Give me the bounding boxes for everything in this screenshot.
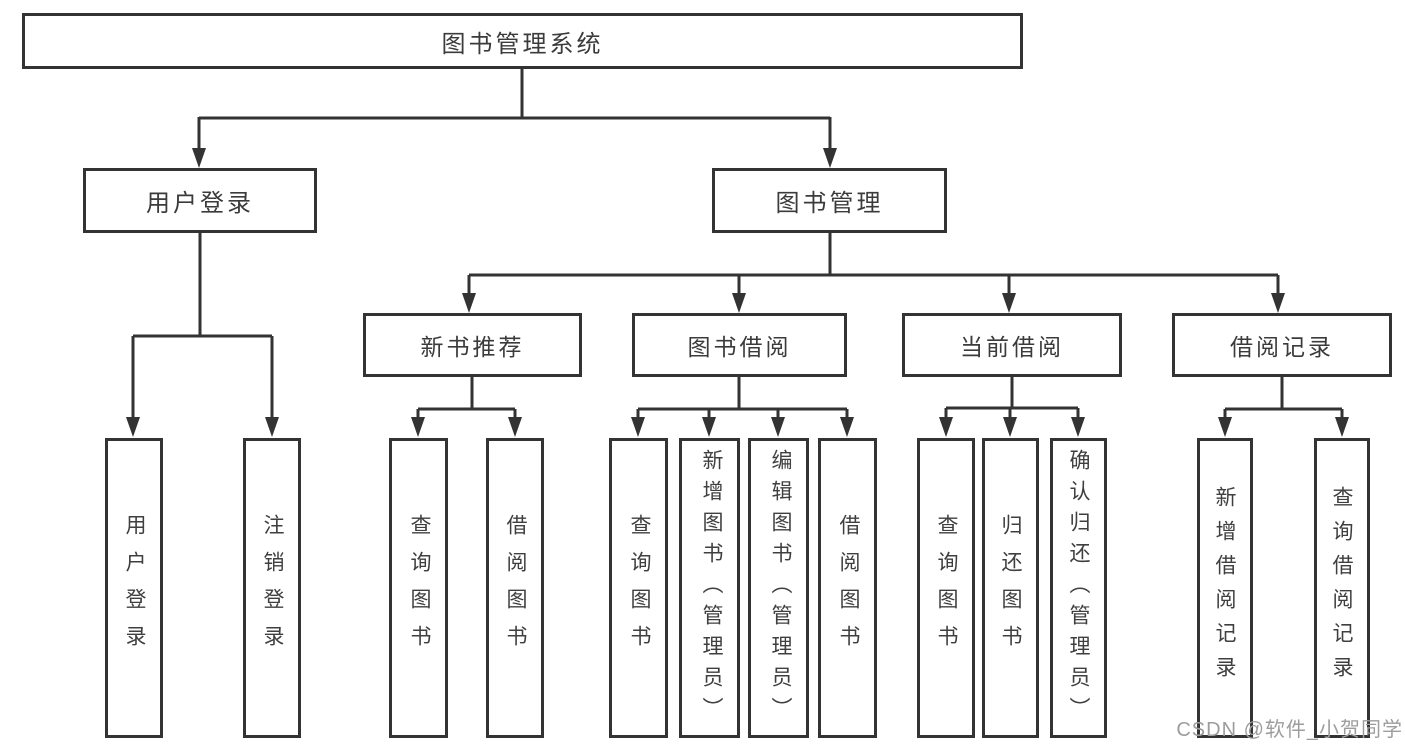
node-library-management-system: 图书管理系统: [22, 13, 1023, 69]
connector-new-book-branch: [411, 377, 522, 437]
leaf-user-login: 用户登录: [105, 438, 163, 738]
arrowhead: [1218, 417, 1232, 437]
arrowhead: [1071, 417, 1085, 437]
node-user-login: 用户登录: [83, 168, 317, 233]
watermark: CSDN @软件_小贺同学: [1176, 719, 1403, 741]
connector-book-borrow-branch: [631, 377, 854, 437]
arrowhead: [126, 417, 140, 437]
node-book-borrowing: 图书借阅: [632, 313, 847, 377]
arrowhead: [939, 417, 953, 437]
node-new-book-recommendation: 新书推荐: [363, 313, 582, 377]
arrowhead: [1271, 293, 1285, 313]
node-borrowing-records: 借阅记录: [1172, 313, 1392, 377]
arrowhead: [702, 417, 716, 437]
arrowhead: [265, 417, 279, 437]
leaf-query-books-borrow: 查询图书: [609, 438, 668, 738]
node-current-borrowing: 当前借阅: [902, 313, 1122, 377]
connector-user-login-branch: [126, 233, 279, 437]
arrowhead: [508, 417, 522, 437]
arrowhead: [1335, 417, 1349, 437]
leaf-edit-book-admin: 编辑图书（管理员）: [748, 438, 809, 738]
arrowhead: [732, 293, 746, 313]
arrowhead: [1002, 293, 1016, 313]
arrowhead: [192, 148, 206, 168]
connector-borrow-record-branch: [1218, 377, 1349, 437]
leaf-add-book-admin: 新增图书（管理员）: [679, 438, 740, 738]
leaf-query-books-recommend: 查询图书: [389, 438, 448, 738]
connector-current-borrow-branch: [939, 377, 1085, 437]
arrowhead: [771, 417, 785, 437]
leaf-borrow-books-recommend: 借阅图书: [486, 438, 544, 738]
leaf-confirm-return-admin: 确认归还（管理员）: [1050, 438, 1107, 738]
leaf-query-books-current: 查询图书: [917, 438, 975, 738]
arrowhead: [823, 148, 837, 168]
arrowhead: [462, 293, 476, 313]
connector-book-management-branch: [462, 233, 1285, 313]
leaf-borrow-books: 借阅图书: [818, 438, 877, 738]
leaf-query-borrow-record: 查询借阅记录: [1314, 438, 1370, 738]
arrowhead: [411, 417, 425, 437]
arrowhead: [1003, 417, 1017, 437]
leaf-return-books: 归还图书: [982, 438, 1039, 738]
arrowhead: [631, 417, 645, 437]
leaf-logout: 注销登录: [243, 438, 301, 738]
leaf-add-borrow-record: 新增借阅记录: [1197, 438, 1253, 738]
arrowhead: [840, 417, 854, 437]
node-book-management: 图书管理: [712, 168, 947, 233]
connector-root-to-level2: [192, 69, 837, 168]
